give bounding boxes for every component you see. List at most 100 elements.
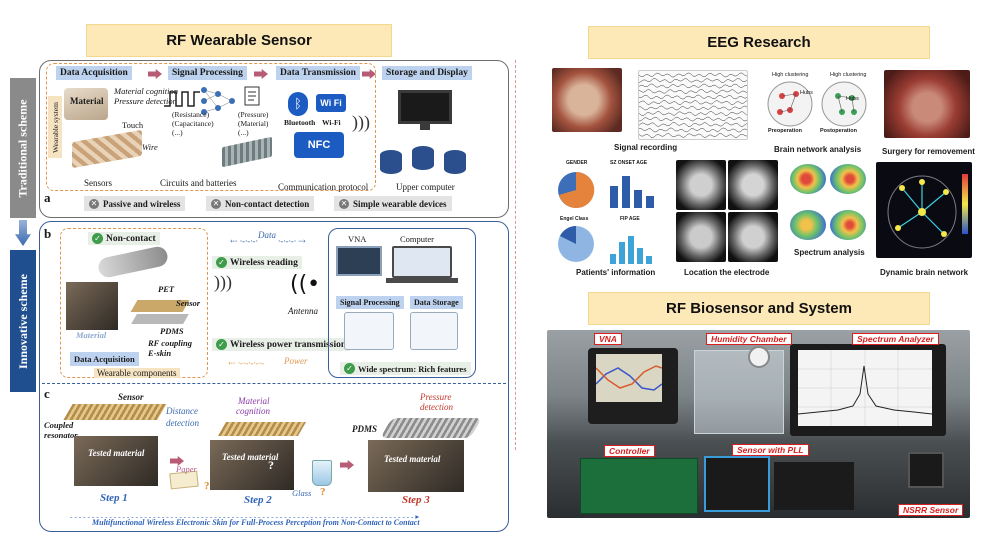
humidity-chamber <box>694 350 784 434</box>
vna-screen <box>596 354 662 402</box>
tested-material-label-1: Tested material <box>88 448 145 458</box>
data-acquisition-tag: Data Acquisition <box>70 352 139 366</box>
tag-controller: Controller <box>604 445 655 457</box>
tag-vna: VNA <box>594 333 622 345</box>
wire-label: Wire <box>142 142 158 152</box>
down-arrow-icon <box>15 220 31 246</box>
hubs-label-2: Hubs <box>846 96 859 102</box>
eeg-trace-line <box>639 78 747 83</box>
eeg-trace-line <box>639 111 747 116</box>
step-1-label: Step 1 <box>100 492 128 504</box>
data-arrow-label-left: ⇠ ·-·-·-· <box>230 236 258 246</box>
panel-letter-b: b <box>44 226 52 241</box>
footer-caption: Multifunctional Wireless Electronic Skin… <box>92 518 420 527</box>
check-icon: ✓ <box>216 257 227 268</box>
material-cognition-c-1: Material <box>238 396 270 406</box>
pressure-label: (Pressure) <box>238 110 269 119</box>
signal-processing-tag: Signal Processing <box>336 296 404 309</box>
question-mark: ? <box>268 458 274 472</box>
question-mark-paper: ? <box>204 480 210 492</box>
check-icon: ✓ <box>216 339 227 350</box>
material-paren-label: (Material) <box>238 119 269 128</box>
x-circle-icon: ✕ <box>211 198 221 209</box>
check-icon: ✓ <box>92 233 103 244</box>
pressure-detection-c-2: detection <box>420 402 453 412</box>
acquisition-dashed-frame <box>46 63 376 191</box>
wireless-power-check: ✓Wireless power transmission <box>212 338 351 351</box>
drawback-simple-devices: ✕Simple wearable devices <box>334 196 452 211</box>
material-cognition-label: Material cognition <box>114 86 178 96</box>
glass-label: Glass <box>292 488 312 498</box>
onset-age-chart-title: SZ ONSET AGE <box>610 160 648 166</box>
tag-spectrum-analyzer: Spectrum Analyzer <box>852 333 939 345</box>
sensor-pll-board <box>704 456 770 512</box>
wifi-icon: Wi Fi <box>316 94 346 112</box>
touch-label: Touch <box>122 120 144 130</box>
document-icon <box>244 86 260 106</box>
coupled-label: Coupled <box>44 420 74 430</box>
wide-spectrum-check: ✓Wide spectrum: Rich features <box>340 362 471 375</box>
preoperation-label: Preoperation <box>768 128 802 134</box>
spectrum-brain-4 <box>830 210 866 240</box>
tested-material-label-3: Tested material <box>384 454 441 464</box>
data-storage-tag: Data Storage <box>410 296 463 309</box>
panel-separator <box>42 383 506 384</box>
bluetooth-icon: ᛒ <box>288 92 308 116</box>
circuits-caption: Circuits and batteries <box>160 178 237 188</box>
postoperation-label: Postoperation <box>820 128 857 134</box>
onset-age-bar-chart <box>610 176 654 208</box>
panel-bc <box>39 221 509 532</box>
tested-material-cube-3 <box>368 440 464 492</box>
material-b-label: Material <box>76 330 107 340</box>
step-data-acquisition: Data Acquisition <box>56 66 132 80</box>
eeg-trace-line <box>639 100 747 105</box>
neural-network-icon <box>201 87 235 115</box>
arrow-right-icon <box>170 456 184 466</box>
tested-material-label-2: Tested material <box>222 452 279 462</box>
mri-slice-1 <box>676 160 726 210</box>
check-icon: ✓ <box>344 363 355 374</box>
resonator-label: resonator <box>44 430 78 440</box>
arrow-right-icon <box>254 69 268 79</box>
caption-dynamic-brain-network: Dynamic brain network <box>880 268 969 277</box>
x-circle-icon: ✕ <box>89 198 99 209</box>
pll-circuit-board <box>774 462 854 510</box>
bluetooth-label: Bluetooth <box>284 118 316 127</box>
surgery-photo <box>884 70 970 138</box>
pdms-layer <box>131 314 189 324</box>
laptop-screen <box>392 246 452 278</box>
drawback-passive-wireless: ✕Passive and wireless <box>84 196 186 211</box>
antenna-icon: ((• <box>290 272 321 297</box>
coupled-resonator-sheet <box>63 404 167 420</box>
step-signal-processing: Signal Processing <box>168 66 247 80</box>
eeg-trace-line <box>639 83 747 89</box>
pressure-detection-c-1: Pressure <box>420 392 452 402</box>
vna-label: VNA <box>348 234 367 244</box>
panel-letter-a: a <box>44 190 51 205</box>
spectrum-brain-1 <box>790 164 826 194</box>
dynamic-brain-network-plot <box>876 162 972 258</box>
sensors-caption: Sensors <box>84 178 113 188</box>
distance-label-2: detection <box>166 418 199 428</box>
database-icon <box>444 150 466 174</box>
distance-label-1: Distance <box>166 406 198 416</box>
panel-a <box>39 60 509 218</box>
pulse-wave-icon <box>164 91 200 107</box>
arrow-right-icon <box>340 460 354 470</box>
mri-slice-2 <box>728 160 778 210</box>
caption-location-electrode: Location the electrode <box>684 268 770 277</box>
brain-network-diagram <box>767 81 867 127</box>
data-arrow-label: Data <box>258 230 276 240</box>
power-arrow: ⇠ ·-·-·-·-·- <box>228 358 265 368</box>
eeg-trace-line <box>639 94 747 100</box>
material-cognition-c-2: cognition <box>236 406 270 416</box>
eeg-trace-plot <box>638 70 748 140</box>
eeg-trace-line <box>639 89 747 94</box>
wearable-system-tag: Wearable system <box>48 96 62 158</box>
step-data-transmission: Data Transmission <box>276 66 360 80</box>
innovative-scheme-band: Innovative scheme <box>10 250 36 392</box>
engel-class-pie-chart <box>558 226 594 262</box>
monitor-icon <box>398 90 452 124</box>
tested-material-cube-1 <box>74 436 158 486</box>
power-arrow-label: Power <box>284 356 308 366</box>
